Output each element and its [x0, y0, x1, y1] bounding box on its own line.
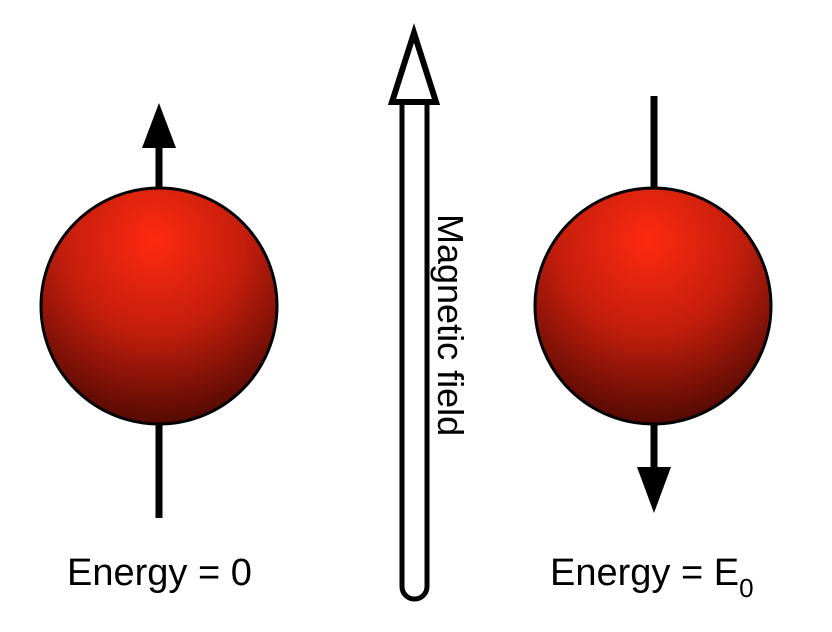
particle-right	[533, 96, 773, 513]
magnetic-field-label: Magnetic field	[430, 214, 471, 437]
particle-left	[39, 103, 279, 518]
energy-label-right: Energy = E0	[550, 554, 754, 601]
magnetic-field-arrow	[387, 23, 441, 602]
particle-sphere-left	[39, 186, 279, 426]
energy-label-left: Energy = 0	[67, 552, 252, 594]
magnetic-field-shaft	[399, 84, 430, 602]
spin-down-arrowhead-icon	[637, 467, 671, 513]
spin-up-arrowhead-icon	[142, 103, 176, 148]
magnetic-field-arrowhead-icon	[387, 23, 441, 105]
energy-label-right-subscript: 0	[739, 573, 754, 603]
energy-label-right-main: Energy = E	[550, 552, 740, 594]
particle-sphere-right	[533, 186, 773, 426]
